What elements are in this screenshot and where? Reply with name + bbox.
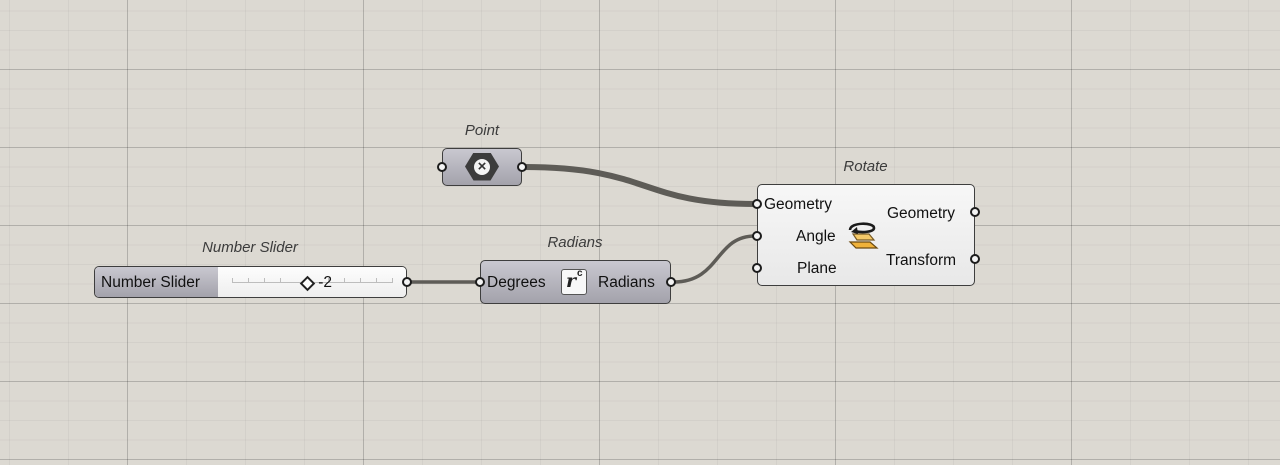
- slider-label-panel[interactable]: Number Slider: [95, 267, 219, 297]
- rotate-input-plane-port[interactable]: [752, 263, 762, 273]
- slider-output-port[interactable]: [402, 277, 412, 287]
- radians-input-label: Degrees: [487, 274, 546, 291]
- slider-tick: [328, 278, 329, 283]
- slider-tick: [344, 278, 345, 283]
- number-slider[interactable]: Number Slider -2: [94, 266, 407, 298]
- slider-track[interactable]: -2: [218, 267, 406, 297]
- rotate-input-geometry-port[interactable]: [752, 199, 762, 209]
- point-output-port[interactable]: [517, 162, 527, 172]
- point-component[interactable]: ×: [442, 148, 522, 186]
- wire-radians-to-angle[interactable]: [672, 234, 757, 284]
- wire-point-to-geometry[interactable]: [521, 164, 758, 207]
- rotate-input-plane: Plane: [797, 260, 837, 277]
- radians-nickname: Radians: [547, 234, 603, 251]
- slider-tick: [392, 278, 393, 283]
- point-input-port[interactable]: [437, 162, 447, 172]
- rotate-input-angle: Angle: [796, 228, 836, 245]
- rotate-input-geometry: Geometry: [764, 196, 833, 213]
- rotate-output-geometry: Geometry: [887, 205, 956, 222]
- radians-output-label: Radians: [598, 274, 655, 291]
- slider-tick: [248, 278, 249, 283]
- rotate-nickname: Rotate: [843, 158, 888, 175]
- slider-tick: [376, 278, 377, 283]
- rotate-icon: [848, 222, 879, 249]
- rotate-input-angle-port[interactable]: [752, 231, 762, 241]
- slider-value: -2: [318, 274, 332, 291]
- slider-tick: [360, 278, 361, 283]
- rotate-output-transform: Transform: [886, 252, 957, 269]
- rotate-component[interactable]: Geometry Angle Plane Geometry Transform: [757, 184, 975, 286]
- slider-tick: [264, 278, 265, 283]
- x-hexagon-icon: ×: [465, 152, 499, 181]
- rotate-output-geometry-port[interactable]: [970, 207, 980, 217]
- slider-label: Number Slider: [101, 274, 201, 291]
- slider-tick: [232, 278, 233, 283]
- rotate-output-transform-port[interactable]: [970, 254, 980, 264]
- slider-tick: [280, 278, 281, 283]
- radians-output-port[interactable]: [666, 277, 676, 287]
- radians-input-port[interactable]: [475, 277, 485, 287]
- point-nickname: Point: [464, 122, 500, 139]
- slider-nickname: Number Slider: [202, 239, 298, 256]
- slider-knob[interactable]: [299, 275, 316, 292]
